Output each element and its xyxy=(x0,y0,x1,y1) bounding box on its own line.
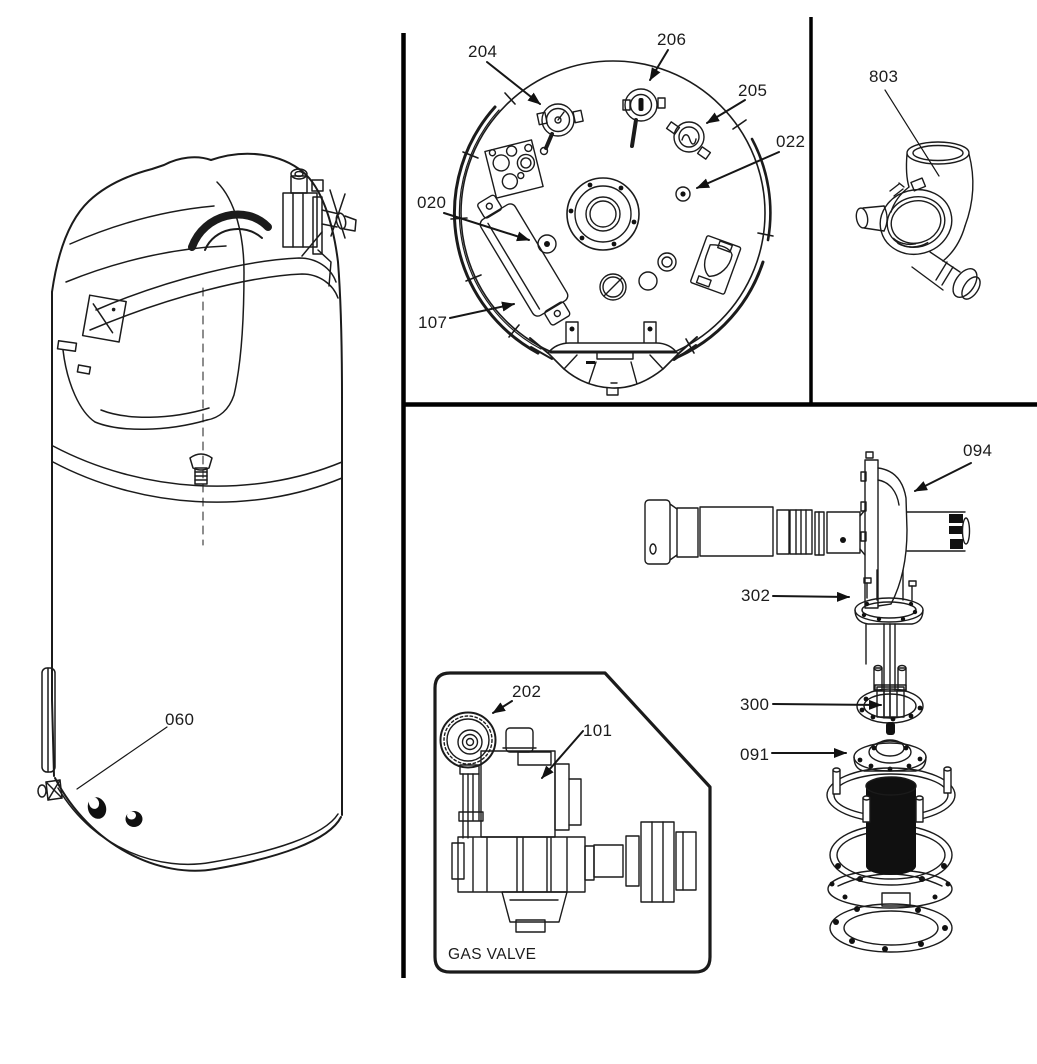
igniter-091 xyxy=(853,739,927,772)
valve-body-101 xyxy=(451,727,697,933)
callout-206: 206 xyxy=(657,30,687,49)
switch-205 xyxy=(665,121,712,160)
leader-206 xyxy=(649,49,669,81)
callout-022: 022 xyxy=(776,132,806,151)
gauge-204 xyxy=(536,103,584,156)
center-flange xyxy=(566,177,640,251)
anode-fitting xyxy=(189,453,213,485)
burner-assembly-illustration xyxy=(644,451,971,953)
thermostat-dial-202 xyxy=(439,711,497,839)
callout-101: 101 xyxy=(583,721,613,740)
leader-202 xyxy=(492,700,513,714)
bottom-bracket xyxy=(529,321,698,396)
access-panel xyxy=(81,294,127,343)
top-plate-illustration xyxy=(450,60,774,396)
port-022 xyxy=(675,186,691,202)
name-plate xyxy=(690,235,742,295)
leader-205 xyxy=(706,99,746,124)
callout-204: 204 xyxy=(468,42,498,61)
callout-202: 202 xyxy=(512,682,542,701)
gas-valve-box xyxy=(433,671,712,974)
callout-091: 091 xyxy=(740,745,770,764)
leader-101 xyxy=(541,730,584,779)
flange-300 xyxy=(856,684,924,735)
gas-valve-caption: GAS VALVE xyxy=(448,946,537,963)
tank-illustration xyxy=(37,152,357,872)
leader-107 xyxy=(449,301,515,319)
drain-valve xyxy=(37,779,63,801)
callout-060: 060 xyxy=(165,710,195,729)
leader-094 xyxy=(914,462,972,492)
gas-valve-illustration xyxy=(433,671,712,974)
switch-206 xyxy=(622,88,666,148)
callout-803: 803 xyxy=(869,67,899,86)
leader-060 xyxy=(76,726,168,790)
terminal-plate xyxy=(484,139,544,199)
panel-dividers xyxy=(401,17,1037,978)
callout-leader-lines xyxy=(76,49,972,790)
callout-094: 094 xyxy=(963,441,993,460)
callout-302: 302 xyxy=(741,586,771,605)
callout-300: 300 xyxy=(740,695,770,714)
callout-107: 107 xyxy=(418,313,448,332)
flange-stack xyxy=(826,766,956,953)
leader-022 xyxy=(696,151,780,189)
leader-300 xyxy=(772,699,882,710)
leader-803 xyxy=(884,89,940,177)
bracket-107 xyxy=(477,194,571,326)
callout-020: 020 xyxy=(417,193,447,212)
callout-205: 205 xyxy=(738,81,768,100)
elbow-illustration xyxy=(855,141,981,300)
leader-302 xyxy=(772,591,850,602)
leader-020 xyxy=(443,212,530,242)
leader-204 xyxy=(486,61,541,105)
top-gas-valve-cluster xyxy=(282,168,357,287)
